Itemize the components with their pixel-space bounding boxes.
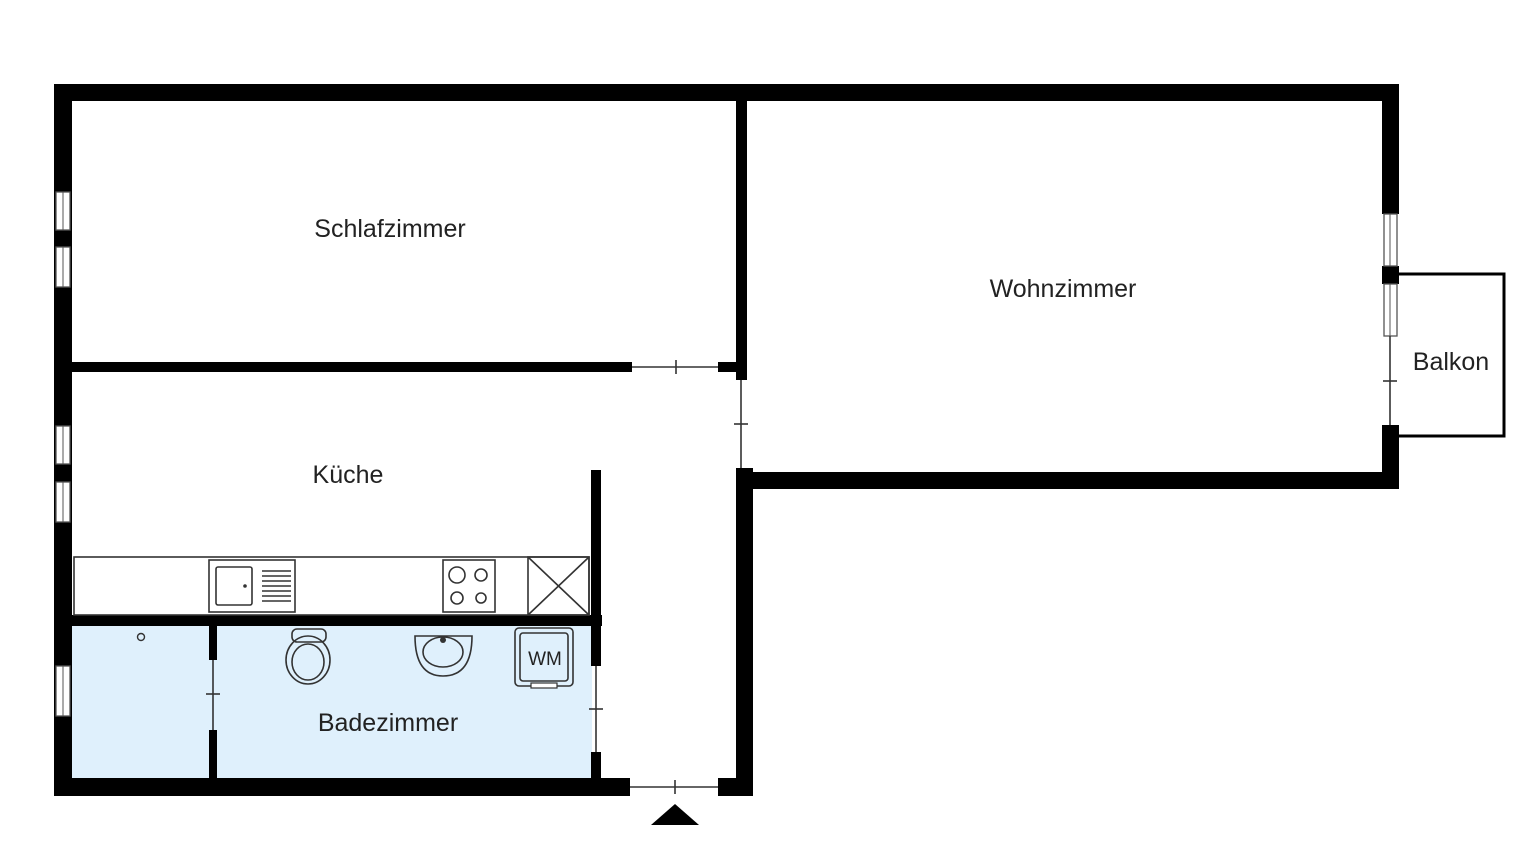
balcony-outline [1398,272,1506,438]
toilet-icon [285,628,331,685]
doors [206,336,1397,794]
room-label-badezimmer: Badezimmer [318,709,458,737]
stove-icon [442,559,496,613]
room-label-kueche: Küche [313,461,384,489]
bathroom-floor [72,626,592,778]
room-label-wohnzimmer: Wohnzimmer [990,275,1137,303]
kitchen-counter [73,556,590,616]
sink-icon [208,559,296,613]
windows [55,191,1398,717]
room-label-schlafzimmer: Schlafzimmer [314,215,465,243]
walls [54,84,1399,796]
entrance-arrow-icon [651,804,699,825]
washing-machine-icon: WM [514,627,574,689]
washbasin-icon [414,635,473,677]
washing-machine-label: WM [528,649,562,670]
fridge-cabinet [527,556,590,616]
room-label-balkon: Balkon [1413,348,1489,376]
shower-drain-icon [136,632,146,642]
